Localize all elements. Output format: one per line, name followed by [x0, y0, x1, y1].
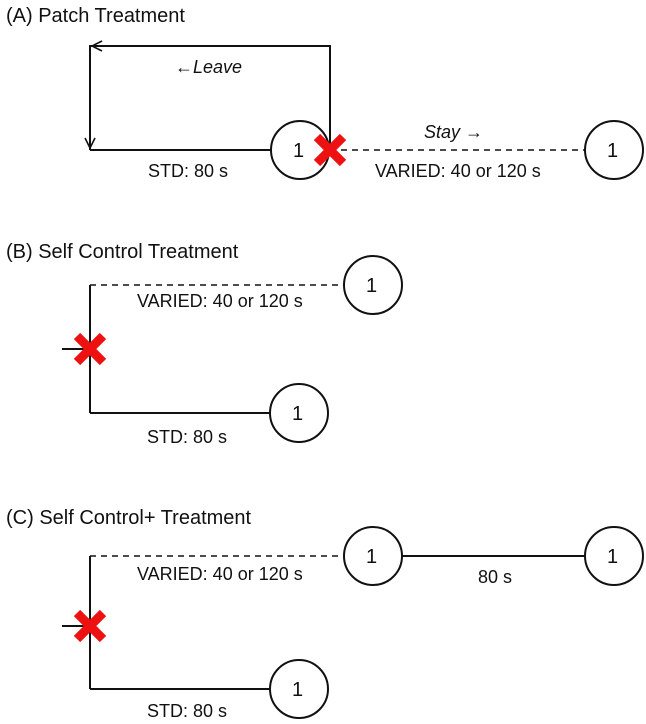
- node-top-right: 1: [584, 526, 644, 586]
- node-left: 1: [270, 120, 330, 180]
- std-label: STD: 80 s: [147, 701, 227, 721]
- panel-c: (C) Self Control+ Treatment VARIED: 40 o…: [6, 507, 644, 721]
- varied-label: VARIED: 40 or 120 s: [375, 161, 541, 181]
- svg-text:1: 1: [366, 275, 377, 297]
- std-label: STD: 80 s: [147, 427, 227, 447]
- red-x-icon: [73, 609, 107, 643]
- node-top: 1: [343, 255, 403, 315]
- svg-text:1: 1: [293, 140, 304, 162]
- panel-b: (B) Self Control Treatment VARIED: 40 or…: [6, 241, 403, 447]
- node-top: 1: [343, 526, 403, 586]
- red-x-icon: [313, 133, 347, 167]
- svg-text:1: 1: [607, 140, 618, 162]
- node-bottom: 1: [269, 659, 329, 719]
- svg-text:1: 1: [607, 546, 618, 568]
- svg-text:1: 1: [292, 403, 303, 425]
- node-right: 1: [584, 120, 644, 180]
- node-bottom: 1: [269, 383, 329, 443]
- svg-text:1: 1: [292, 679, 303, 701]
- panel-b-title: (B) Self Control Treatment: [6, 241, 239, 263]
- red-x-icon: [73, 332, 107, 366]
- panel-a-title: (A) Patch Treatment: [6, 5, 185, 27]
- stay-label: Stay →: [424, 122, 483, 142]
- extra-label: 80 s: [478, 567, 512, 587]
- svg-text:1: 1: [366, 546, 377, 568]
- varied-label: VARIED: 40 or 120 s: [137, 291, 303, 311]
- varied-label: VARIED: 40 or 120 s: [137, 564, 303, 584]
- panel-c-title: (C) Self Control+ Treatment: [6, 507, 252, 529]
- leave-label: ←Leave: [175, 57, 242, 77]
- panel-a: (A) Patch Treatment ←Leave Stay → STD: 8…: [6, 5, 644, 181]
- std-label: STD: 80 s: [148, 161, 228, 181]
